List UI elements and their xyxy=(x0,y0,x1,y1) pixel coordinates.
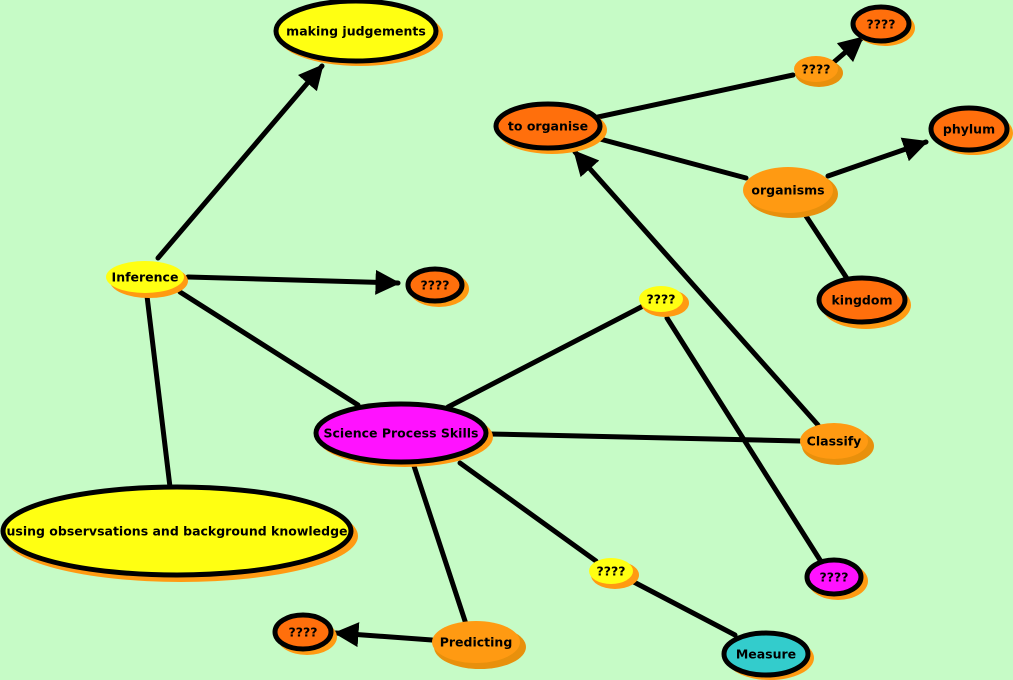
node-label: ???? xyxy=(819,570,848,585)
node-label: phylum xyxy=(943,122,995,137)
edge-organisms-kingdom xyxy=(803,213,851,283)
node-making-judgements[interactable]: making judgements xyxy=(273,0,443,66)
node-label: ???? xyxy=(288,625,317,640)
node-label: to organise xyxy=(508,119,588,134)
node-kingdom[interactable]: kingdom xyxy=(816,275,911,329)
node-label: ???? xyxy=(801,62,830,77)
node-label: ???? xyxy=(596,564,625,579)
edge-inference-making-judgements xyxy=(155,63,325,261)
edge-unknown-mid-measure xyxy=(627,577,738,638)
node-label: Predicting xyxy=(440,635,513,650)
edge-inference-unknown xyxy=(185,269,401,295)
node-label: ???? xyxy=(866,17,895,32)
edge-organise-organisms xyxy=(597,136,749,181)
node-inference-unknown[interactable]: ???? xyxy=(405,266,469,307)
node-label: ???? xyxy=(420,278,449,293)
edges xyxy=(144,35,929,648)
node-label: ???? xyxy=(646,292,675,307)
edge-predicting-unknown xyxy=(333,622,435,648)
node-inference[interactable]: Inference xyxy=(106,261,188,298)
edge-sps-unknown-top xyxy=(445,302,648,410)
node-label: Measure xyxy=(736,647,796,662)
edge-organisms-phylum xyxy=(825,137,929,179)
edge-sps-classify xyxy=(487,431,803,444)
edge-organise-unknown-small xyxy=(595,72,796,120)
node-label: Classify xyxy=(807,434,862,449)
edge-inference-observations xyxy=(144,293,173,490)
node-label: Science Process Skills xyxy=(324,426,479,441)
node-science-process-skills[interactable]: Science Process Skills xyxy=(313,401,493,467)
node-label: Inference xyxy=(112,270,179,285)
edge-inference-sps xyxy=(177,289,361,408)
node-label: kingdom xyxy=(831,293,892,308)
node-sps-unknown-mid[interactable]: ???? xyxy=(589,558,639,589)
node-label: organisms xyxy=(751,183,824,198)
node-predict-unknown[interactable]: ???? xyxy=(272,612,337,655)
node-unknown-magenta[interactable]: ???? xyxy=(804,557,868,600)
node-organise-unknown-small[interactable]: ???? xyxy=(794,56,843,87)
node-phylum[interactable]: phylum xyxy=(928,105,1013,155)
edge-unknown-top-magenta xyxy=(664,315,823,563)
node-label: using observsations and background knowl… xyxy=(6,524,347,539)
node-observations[interactable]: using observsations and background knowl… xyxy=(0,484,358,582)
node-label: making judgements xyxy=(286,24,426,39)
edge-sps-unknown-mid xyxy=(457,460,599,564)
edge-sps-predicting xyxy=(411,463,469,627)
node-measure[interactable]: Measure xyxy=(721,630,814,680)
node-predicting[interactable]: Predicting xyxy=(432,621,526,669)
edge-classify-to-organise xyxy=(572,149,821,428)
edge-unknown-small-top xyxy=(831,35,865,65)
node-organise-unknown-top[interactable]: ???? xyxy=(850,4,915,46)
node-to-organise[interactable]: to organise xyxy=(493,101,607,154)
node-sps-unknown-top[interactable]: ???? xyxy=(639,286,689,317)
node-classify[interactable]: Classify xyxy=(800,423,874,465)
node-organisms[interactable]: organisms xyxy=(743,167,838,218)
